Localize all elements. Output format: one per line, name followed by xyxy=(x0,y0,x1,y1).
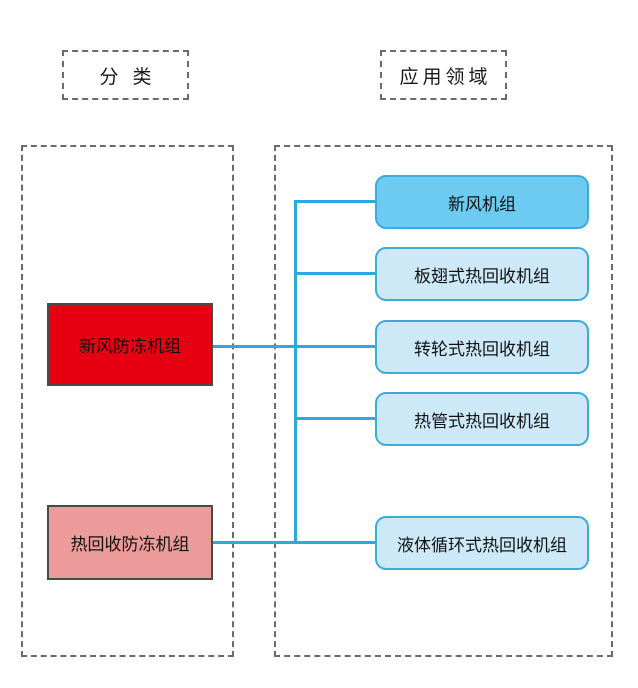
application-node-fresh-air-unit[interactable]: 新风机组 xyxy=(375,175,589,229)
header-chip-category: 分 类 xyxy=(62,50,189,100)
header-chip-domain-label: 应用领域 xyxy=(399,65,492,88)
category-node-heat-recovery-label: 热回收防冻机组 xyxy=(70,535,190,555)
application-node-heat-pipe-heat-rec-label: 热管式热回收机组 xyxy=(414,411,550,432)
connector-branch-app-1 xyxy=(294,272,375,275)
application-node-liquid-loop-heat-rec-label: 液体循环式热回收机组 xyxy=(397,535,567,556)
application-node-rotary-wheel-heat-rec-label: 转轮式热回收机组 xyxy=(414,339,550,360)
application-node-liquid-loop-heat-rec[interactable]: 液体循环式热回收机组 xyxy=(375,516,589,570)
category-node-fresh-air[interactable]: 新风防冻机组 xyxy=(47,303,213,386)
application-node-heat-pipe-heat-rec[interactable]: 热管式热回收机组 xyxy=(375,392,589,446)
application-node-fresh-air-unit-label: 新风机组 xyxy=(448,194,516,215)
category-node-heat-recovery[interactable]: 热回收防冻机组 xyxy=(47,505,213,580)
connector-branch-app-3 xyxy=(294,417,375,420)
application-node-plate-fin-heat-rec-label: 板翅式热回收机组 xyxy=(414,266,550,287)
header-chip-category-label: 分 类 xyxy=(99,65,156,88)
connector-trunk-vertical xyxy=(294,200,297,544)
application-node-rotary-wheel-heat-rec[interactable]: 转轮式热回收机组 xyxy=(375,320,589,374)
group-container-application xyxy=(274,145,613,657)
group-container-category xyxy=(21,145,234,657)
connector-branch-app-2 xyxy=(294,345,375,348)
connector-category-fresh-air xyxy=(212,345,297,348)
connector-category-heat-recovery xyxy=(212,541,378,544)
header-chip-domain: 应用领域 xyxy=(380,50,507,100)
application-node-plate-fin-heat-rec[interactable]: 板翅式热回收机组 xyxy=(375,247,589,301)
connector-branch-app-0 xyxy=(294,200,375,203)
category-node-fresh-air-label: 新风防冻机组 xyxy=(79,337,181,357)
